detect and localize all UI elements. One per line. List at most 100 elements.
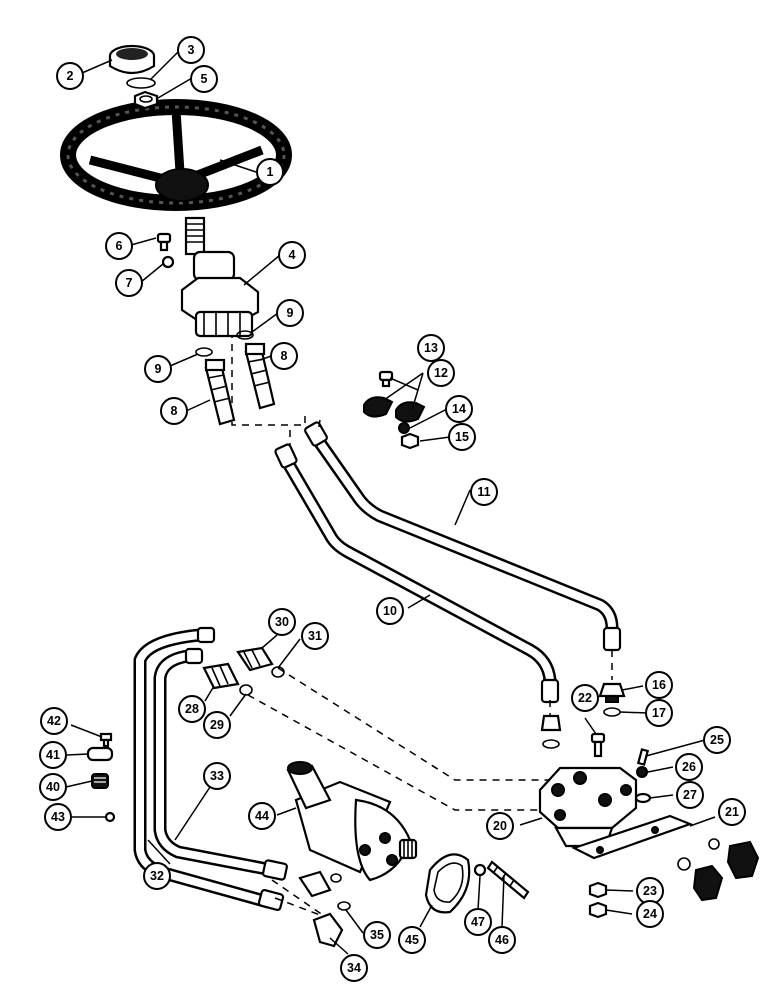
callout-label: 5 — [201, 72, 208, 86]
callout-circle — [340, 954, 368, 982]
o-ring-9-left — [195, 347, 213, 357]
callout-35: 35 — [363, 921, 391, 949]
callout-label: 8 — [171, 404, 178, 418]
callout-label: 17 — [652, 706, 666, 720]
callout-circle — [363, 921, 391, 949]
callout-label: 42 — [47, 714, 61, 728]
tube-clamp-12 — [363, 396, 426, 423]
callout-label: 43 — [51, 810, 65, 824]
callout-label: 23 — [643, 884, 657, 898]
callout-circle — [427, 359, 455, 387]
callout-40: 40 — [39, 773, 67, 801]
bolt-22 — [590, 732, 606, 758]
callout-label: 25 — [710, 733, 724, 747]
sleeve-41 — [86, 746, 114, 762]
bolt-25 — [636, 748, 650, 766]
callout-circle — [39, 741, 67, 769]
callout-15: 15 — [448, 423, 476, 451]
callout-label: 29 — [210, 718, 224, 732]
callout-label: 3 — [188, 43, 195, 57]
callout-label: 33 — [210, 769, 224, 783]
washer-47 — [473, 863, 487, 877]
callout-47: 47 — [464, 908, 492, 936]
washer-14 — [398, 422, 410, 434]
screw-6 — [156, 232, 172, 252]
callout-1: 1 — [256, 158, 284, 186]
callout-circle — [203, 762, 231, 790]
callout-2: 2 — [56, 62, 84, 90]
callout-circle — [470, 478, 498, 506]
gasket-45 — [424, 853, 471, 914]
hydraulic-tube-10 — [274, 443, 560, 704]
callout-41: 41 — [39, 741, 67, 769]
callout-circle — [676, 781, 704, 809]
hydraulic-pump-44 — [286, 761, 418, 882]
callout-25: 25 — [703, 726, 731, 754]
callout-label: 20 — [493, 819, 507, 833]
callout-27: 27 — [676, 781, 704, 809]
steering-control-unit — [180, 216, 260, 338]
callout-9: 9 — [276, 299, 304, 327]
fitting-16 — [598, 682, 626, 703]
spring-40 — [91, 773, 109, 789]
adapter-fitting-8-right — [244, 342, 276, 410]
callout-label: 14 — [452, 402, 466, 416]
callout-circle — [703, 726, 731, 754]
callout-label: 7 — [126, 276, 133, 290]
mounting-bracket-21 — [571, 814, 694, 860]
callout-7: 7 — [115, 269, 143, 297]
callout-circle — [417, 334, 445, 362]
callout-label: 41 — [46, 748, 60, 762]
callout-12: 12 — [427, 359, 455, 387]
callout-17: 17 — [645, 699, 673, 727]
hydraulic-tube-33 — [153, 647, 288, 881]
o-ring-29 — [239, 684, 253, 696]
callout-circle — [276, 299, 304, 327]
callout-label: 1 — [267, 165, 274, 179]
callout-45: 45 — [398, 926, 426, 954]
callout-circle — [115, 269, 143, 297]
o-ring-17 — [603, 707, 621, 717]
callout-circle — [675, 753, 703, 781]
o-ring-3 — [126, 77, 156, 89]
callout-28: 28 — [178, 695, 206, 723]
nut-24 — [588, 901, 608, 919]
nut-23 — [588, 881, 608, 899]
callout-label: 13 — [424, 341, 438, 355]
o-ring-35 — [337, 901, 351, 911]
callout-20: 20 — [486, 812, 514, 840]
callout-label: 4 — [289, 248, 296, 262]
callout-label: 45 — [405, 933, 419, 947]
callout-label: 12 — [434, 366, 448, 380]
hardware-cluster — [677, 838, 760, 902]
callout-46: 46 — [488, 926, 516, 954]
callout-circle — [571, 684, 599, 712]
washer-27 — [634, 792, 652, 804]
callout-14: 14 — [445, 395, 473, 423]
fitting-center — [540, 714, 562, 749]
callout-13: 13 — [417, 334, 445, 362]
callout-circle — [56, 62, 84, 90]
callout-label: 26 — [682, 760, 696, 774]
callout-label: 9 — [287, 306, 294, 320]
callout-circle — [190, 65, 218, 93]
horn-cap — [108, 44, 156, 75]
callout-8: 8 — [270, 342, 298, 370]
callout-circle — [203, 711, 231, 739]
callout-44: 44 — [248, 802, 276, 830]
washer-7 — [161, 255, 175, 269]
callout-30: 30 — [268, 608, 296, 636]
callout-circle — [270, 342, 298, 370]
callout-8: 8 — [160, 397, 188, 425]
callout-3: 3 — [177, 36, 205, 64]
steering-wheel — [60, 99, 292, 211]
callout-5: 5 — [190, 65, 218, 93]
callout-circle — [278, 241, 306, 269]
callout-4: 4 — [278, 241, 306, 269]
nut-15 — [400, 432, 420, 450]
callout-circle — [718, 798, 746, 826]
ball-43 — [104, 811, 116, 823]
callout-circle — [486, 812, 514, 840]
callout-42: 42 — [40, 707, 68, 735]
elbow-fitting-upper — [298, 870, 342, 898]
